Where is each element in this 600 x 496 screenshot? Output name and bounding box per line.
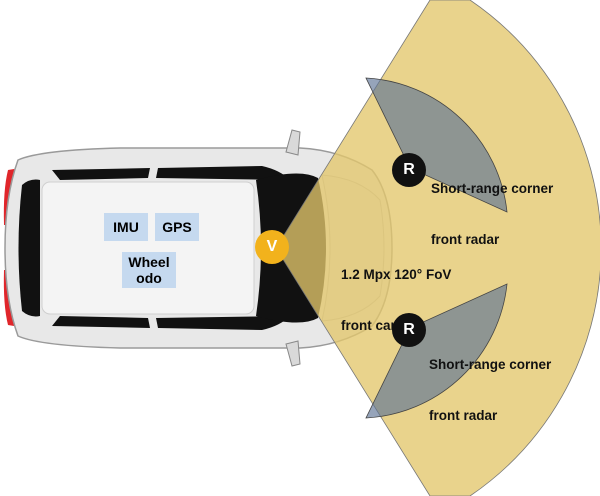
radar-badge-bottom: R [392, 313, 426, 347]
radar-label-top-line1: Short-range corner [431, 181, 554, 196]
camera-badge-letter: V [266, 238, 278, 255]
roof [41, 181, 255, 315]
radar-badge-top: R [392, 153, 426, 187]
radar-badge-top-letter: R [403, 161, 415, 178]
radar-label-top: Short-range corner front radar [431, 146, 553, 265]
side-window-bottom-rear [52, 316, 150, 328]
camera-label-line1: 1.2 Mpx 120° FoV [341, 267, 452, 282]
gps-box: GPS [155, 213, 199, 241]
wheel-odo-label-line1: Wheel [128, 254, 170, 270]
side-window-top-rear [52, 168, 150, 180]
imu-label: IMU [113, 219, 139, 235]
wheel-odo-box: Wheel odo [122, 252, 176, 288]
radar-fov-top [365, 77, 508, 213]
radar-label-bottom-line1: Short-range corner [429, 357, 552, 372]
camera-badge: V [255, 230, 289, 264]
side-window-top-front [156, 166, 290, 180]
wheel-odo-label-line2: odo [136, 270, 162, 286]
gps-label: GPS [162, 219, 192, 235]
radar-label-top-line2: front radar [431, 232, 500, 247]
rear-window [18, 179, 40, 317]
imu-box: IMU [104, 213, 148, 241]
radar-fov-bottom [365, 283, 508, 419]
radar-badge-bottom-letter: R [403, 321, 415, 338]
mirror-bottom [285, 340, 301, 367]
radar-label-bottom-line2: front radar [429, 408, 498, 423]
mirror-top [285, 129, 301, 156]
radar-label-bottom: Short-range corner front radar [429, 322, 551, 441]
camera-fov [275, 0, 600, 496]
side-window-bottom-front [156, 316, 290, 330]
